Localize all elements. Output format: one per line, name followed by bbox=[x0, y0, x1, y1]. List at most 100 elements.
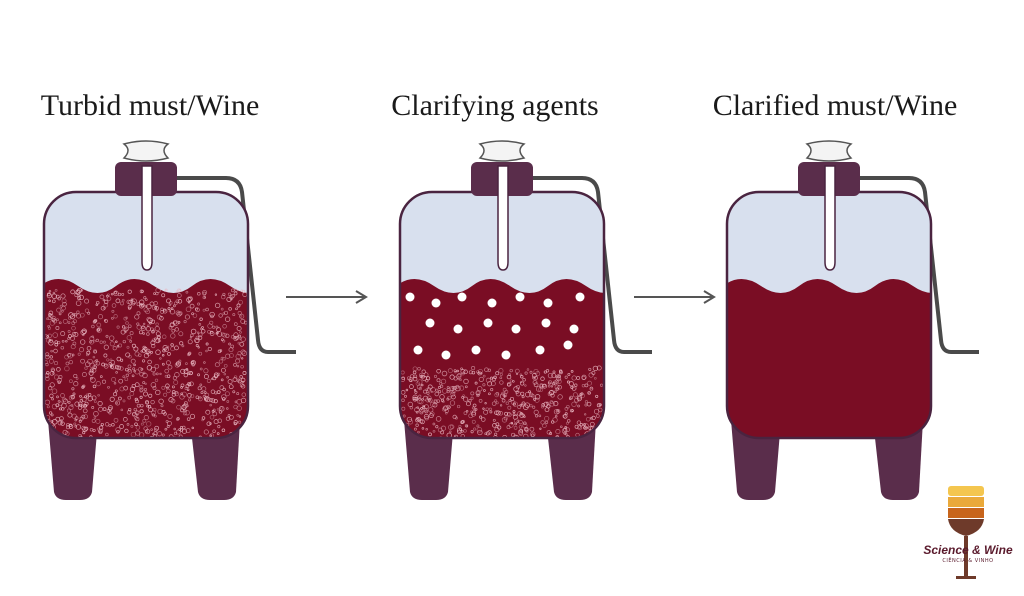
particle bbox=[228, 384, 234, 390]
particle bbox=[242, 371, 247, 375]
dip-tube bbox=[497, 165, 509, 271]
particle bbox=[170, 333, 176, 339]
particle bbox=[554, 384, 560, 390]
particle bbox=[230, 288, 235, 293]
particle bbox=[149, 301, 155, 307]
particle bbox=[400, 390, 406, 395]
particle bbox=[465, 401, 471, 407]
particle bbox=[45, 352, 50, 357]
particle bbox=[579, 393, 583, 396]
particle bbox=[521, 395, 525, 399]
particle bbox=[55, 416, 61, 422]
particle bbox=[167, 364, 173, 370]
clarifying-agent-particle bbox=[425, 318, 435, 328]
particle bbox=[519, 412, 523, 416]
particle bbox=[139, 395, 143, 399]
particle bbox=[140, 367, 144, 371]
particle bbox=[139, 299, 145, 305]
particle bbox=[462, 394, 465, 397]
particle bbox=[84, 366, 88, 370]
particle bbox=[198, 396, 203, 402]
particle bbox=[556, 379, 562, 384]
particle bbox=[556, 376, 562, 382]
particle bbox=[52, 372, 55, 375]
particle bbox=[583, 425, 588, 430]
particle bbox=[219, 406, 224, 410]
particle bbox=[184, 410, 190, 416]
particle bbox=[139, 372, 144, 377]
particle bbox=[116, 325, 120, 329]
particle bbox=[165, 360, 171, 366]
particle bbox=[492, 377, 496, 382]
wine-liquid bbox=[400, 279, 604, 438]
particle bbox=[232, 313, 236, 317]
particle bbox=[520, 381, 525, 386]
particle bbox=[550, 393, 555, 398]
particle bbox=[155, 309, 158, 312]
particle bbox=[233, 291, 238, 296]
clarifying-agent-particle bbox=[483, 318, 493, 328]
particle bbox=[498, 368, 504, 374]
particle bbox=[544, 415, 550, 422]
particle bbox=[418, 387, 422, 391]
particle bbox=[139, 387, 144, 392]
airlock-icon bbox=[478, 140, 526, 162]
particle bbox=[127, 306, 132, 310]
particle bbox=[488, 392, 491, 396]
particle bbox=[456, 373, 462, 380]
particle bbox=[555, 409, 561, 414]
particle bbox=[518, 425, 523, 429]
particle bbox=[91, 418, 96, 423]
particle bbox=[159, 316, 164, 321]
particle bbox=[236, 399, 242, 405]
particle bbox=[230, 344, 235, 349]
clarifying-agent-particle bbox=[569, 324, 579, 334]
particle bbox=[584, 400, 588, 404]
particle bbox=[552, 370, 556, 374]
particle bbox=[529, 426, 535, 432]
particle bbox=[224, 316, 231, 322]
particle bbox=[48, 289, 52, 293]
particle bbox=[409, 384, 414, 389]
particle bbox=[487, 368, 491, 372]
clarifying-agent-particle bbox=[515, 292, 525, 302]
particle bbox=[95, 300, 100, 305]
particle bbox=[565, 421, 569, 425]
particle bbox=[122, 375, 126, 379]
particle bbox=[67, 330, 71, 333]
particle bbox=[115, 371, 118, 374]
particle bbox=[176, 404, 181, 410]
particle bbox=[187, 352, 191, 356]
particle bbox=[523, 415, 526, 418]
particle bbox=[459, 385, 465, 391]
particle bbox=[145, 430, 149, 433]
particle bbox=[481, 417, 486, 422]
particle bbox=[425, 428, 428, 431]
particle bbox=[93, 350, 97, 354]
particle bbox=[175, 310, 181, 316]
particle bbox=[174, 372, 180, 378]
particle bbox=[51, 368, 55, 372]
particle bbox=[136, 322, 140, 326]
particle bbox=[587, 380, 592, 386]
particle bbox=[88, 370, 94, 376]
particle bbox=[95, 418, 101, 424]
particle bbox=[110, 360, 116, 365]
particle bbox=[417, 379, 423, 385]
particle bbox=[105, 432, 109, 437]
particle bbox=[90, 376, 93, 380]
particle bbox=[74, 401, 80, 407]
particle bbox=[51, 388, 58, 394]
particle bbox=[416, 384, 422, 390]
particle bbox=[58, 312, 62, 316]
particle bbox=[135, 399, 139, 404]
particle bbox=[143, 322, 146, 326]
particle bbox=[151, 330, 155, 334]
particle bbox=[54, 289, 58, 292]
tank-leg-right bbox=[190, 420, 240, 500]
particle bbox=[171, 328, 176, 333]
particle bbox=[533, 409, 539, 415]
particle bbox=[405, 388, 409, 392]
particle bbox=[420, 383, 424, 387]
particle bbox=[452, 388, 457, 394]
